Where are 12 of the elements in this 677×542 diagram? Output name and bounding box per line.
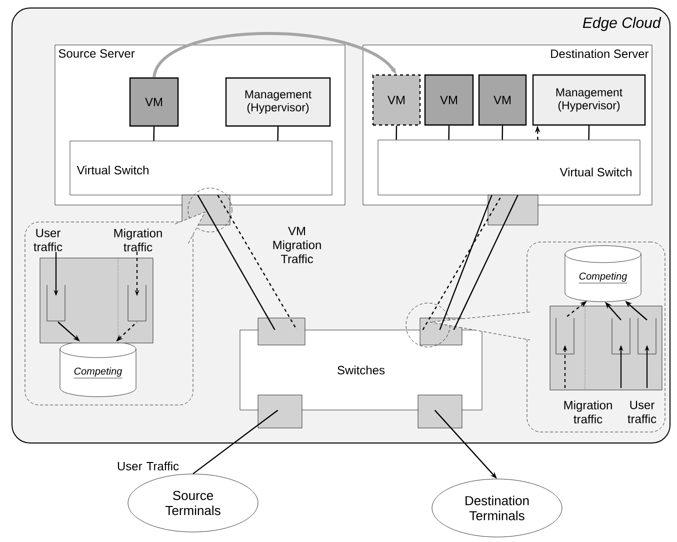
virtual-switch-box: Virtual Switch (70, 140, 332, 196)
hypervisor-box: Management (Hypervisor) (225, 77, 331, 127)
vm-box: VM (424, 74, 474, 126)
vm-box: VM (372, 74, 421, 126)
cylinder: Competing (60, 340, 136, 397)
cylinder: Competing (564, 245, 642, 302)
arrow (152, 32, 396, 78)
hypervisor-box: Management (Hypervisor) (532, 74, 646, 126)
virtual-switch-box: Virtual Switch (378, 140, 640, 196)
traffic-label: VM Migration Traffic (273, 226, 321, 264)
vm-box: VM (478, 74, 527, 126)
vm-box: VM (129, 77, 179, 127)
